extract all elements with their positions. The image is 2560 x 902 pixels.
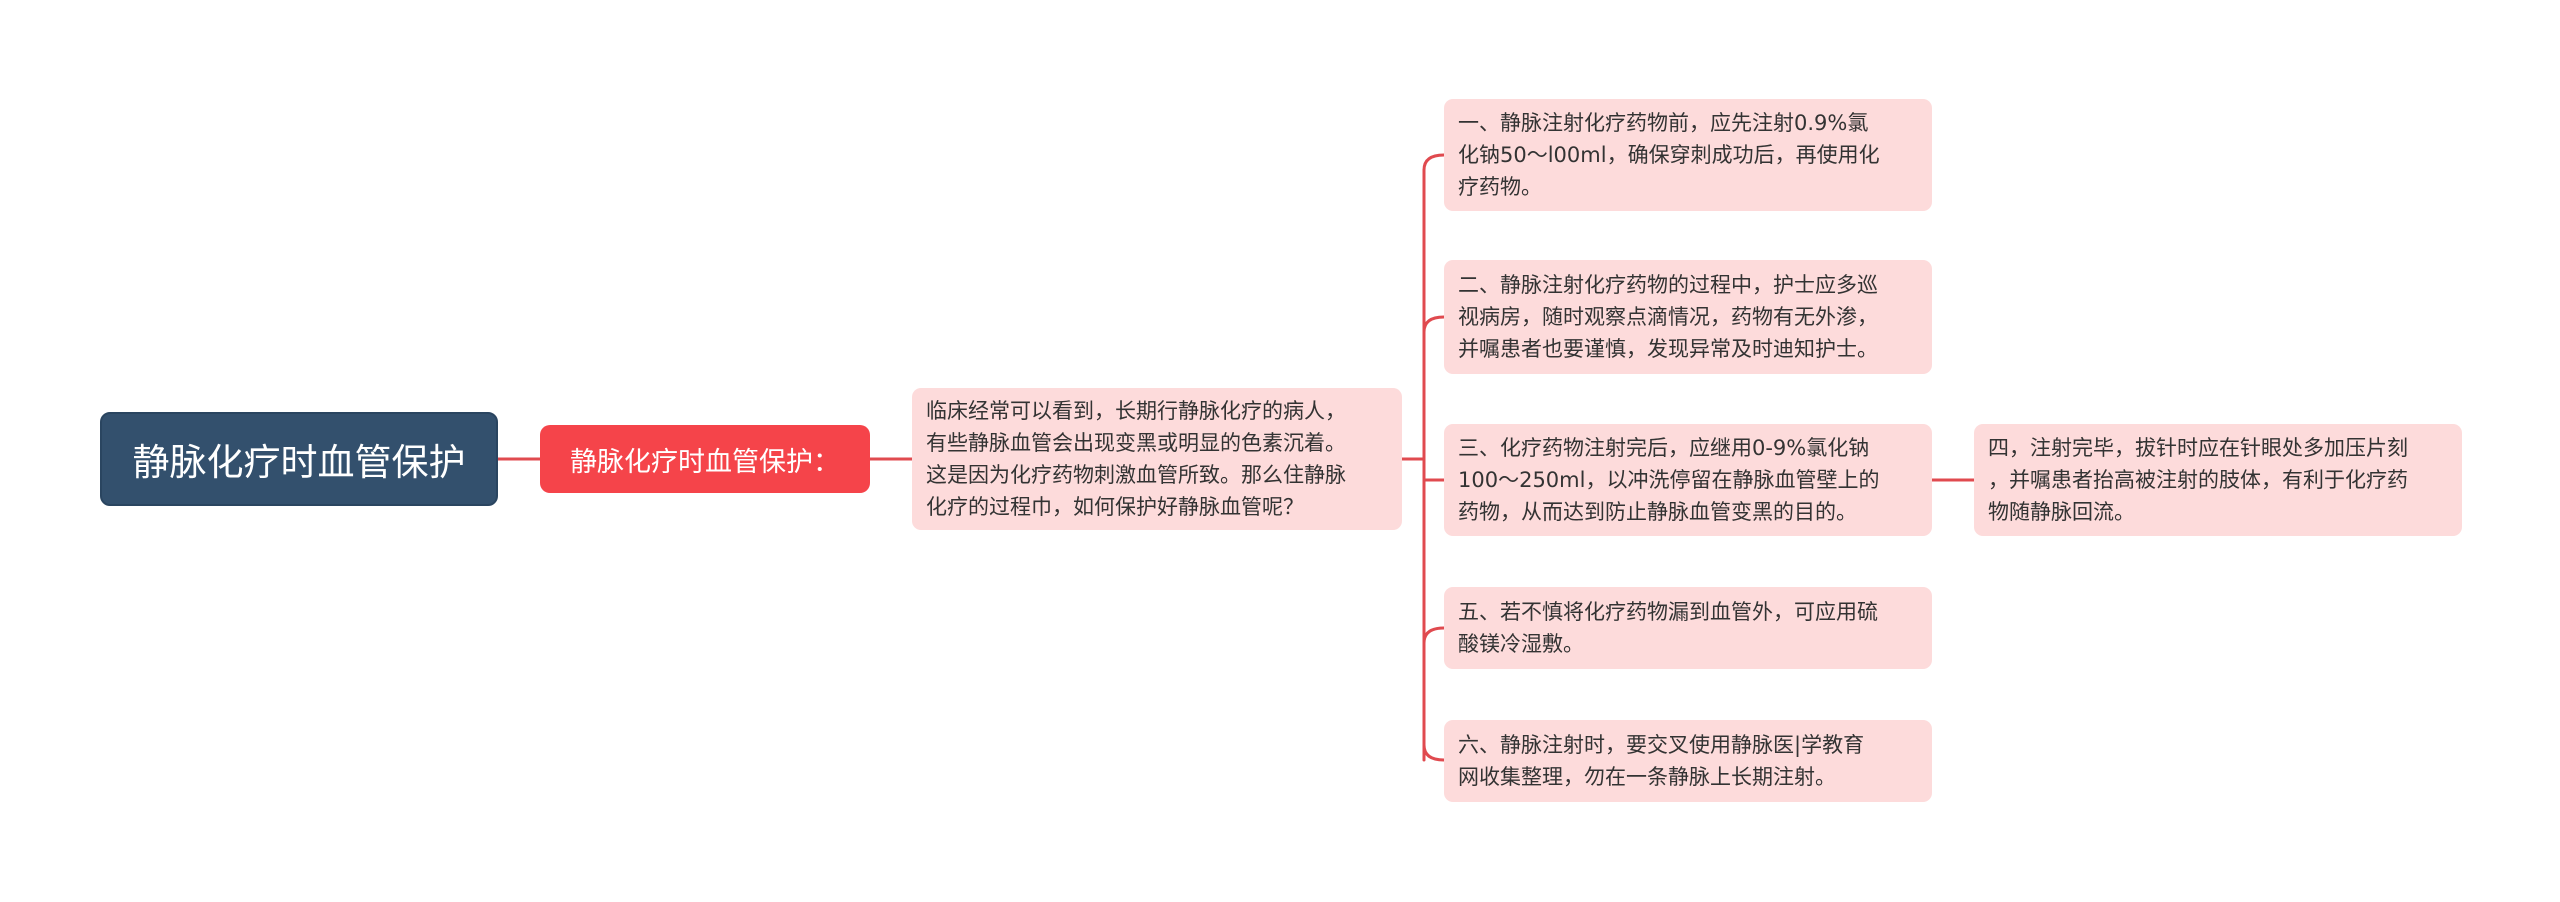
branch-5-line: 六、静脉注射时，要交叉使用静脉医|学教育	[1458, 733, 1865, 757]
intro-line: 临床经常可以看到，长期行静脉化疗的病人，	[926, 399, 1346, 423]
branch-1-line: 疗药物。	[1458, 175, 1542, 199]
level1-node[interactable]: 静脉化疗时血管保护：	[540, 425, 870, 493]
branch-node-5[interactable]: 六、静脉注射时，要交叉使用静脉医|学教育 网收集整理，勿在一条静脉上长期注射。	[1444, 720, 1932, 802]
level1-label: 静脉化疗时血管保护：	[570, 446, 840, 478]
branch-2-line: 并嘱患者也要谨慎，发现异常及时迪知护士。	[1458, 337, 1878, 361]
branch-1-line: 一、静脉注射化疗药物前，应先注射0.9%氯	[1458, 111, 1869, 135]
branch-1-text: 一、静脉注射化疗药物前，应先注射0.9%氯 化钠50～l00ml，确保穿刺成功后…	[1458, 107, 1880, 203]
branch-2-line: 二、静脉注射化疗药物的过程中，护士应多巡	[1458, 273, 1878, 297]
branch-node-4[interactable]: 五、若不慎将化疗药物漏到血管外，可应用硫 酸镁冷湿敷。	[1444, 587, 1932, 669]
branch-3-child-line: ，并嘱患者抬高被注射的肢体，有利于化疗药	[1988, 468, 2408, 492]
branch-3-line: 三、化疗药物注射完后，应继用0-9%氯化钠	[1458, 436, 1870, 460]
branch-node-2[interactable]: 二、静脉注射化疗药物的过程中，护士应多巡 视病房，随时观察点滴情况，药物有无外渗…	[1444, 260, 1932, 374]
branch-3-child-text: 四，注射完毕，拔针时应在针眼处多加压片刻 ，并嘱患者抬高被注射的肢体，有利于化疗…	[1988, 432, 2408, 528]
intro-node[interactable]: 临床经常可以看到，长期行静脉化疗的病人， 有些静脉血管会出现变黑或明显的色素沉着…	[912, 388, 1402, 530]
intro-line: 这是因为化疗药物刺激血管所致。那么住静脉	[926, 463, 1346, 487]
branch-3-text: 三、化疗药物注射完后，应继用0-9%氯化钠 100～250ml，以冲洗停留在静脉…	[1458, 432, 1879, 528]
intro-text: 临床经常可以看到，长期行静脉化疗的病人， 有些静脉血管会出现变黑或明显的色素沉着…	[926, 395, 1346, 523]
connector-branch-2	[1422, 315, 1446, 334]
branch-4-text: 五、若不慎将化疗药物漏到血管外，可应用硫 酸镁冷湿敷。	[1458, 596, 1878, 660]
branch-3-line: 100～250ml，以冲洗停留在静脉血管壁上的	[1458, 468, 1880, 492]
branch-3-child-node[interactable]: 四，注射完毕，拔针时应在针眼处多加压片刻 ，并嘱患者抬高被注射的肢体，有利于化疗…	[1974, 424, 2462, 536]
branch-2-text: 二、静脉注射化疗药物的过程中，护士应多巡 视病房，随时观察点滴情况，药物有无外渗…	[1458, 269, 1878, 365]
intro-line: 有些静脉血管会出现变黑或明显的色素沉着。	[926, 431, 1346, 455]
branch-3-child-line: 物随静脉回流。	[1988, 500, 2135, 524]
connector-branch-5	[1422, 743, 1446, 762]
branch-3-line: 药物，从而达到防止静脉血管变黑的目的。	[1458, 500, 1857, 524]
branch-5-text: 六、静脉注射时，要交叉使用静脉医|学教育 网收集整理，勿在一条静脉上长期注射。	[1458, 729, 1864, 793]
branch-1-line: 化钠50～l00ml，确保穿刺成功后，再使用化	[1458, 143, 1880, 167]
connector-branch-4	[1422, 626, 1446, 645]
branch-5-line: 网收集整理，勿在一条静脉上长期注射。	[1458, 765, 1836, 789]
intro-line: 化疗的过程巾，如何保护好静脉血管呢？	[926, 495, 1304, 519]
branch-2-line: 视病房，随时观察点滴情况，药物有无外渗，	[1458, 305, 1878, 329]
branch-4-line: 酸镁冷湿敷。	[1458, 632, 1584, 656]
branch-3-child-line: 四，注射完毕，拔针时应在针眼处多加压片刻	[1988, 436, 2408, 460]
branch-4-line: 五、若不慎将化疗药物漏到血管外，可应用硫	[1458, 600, 1878, 624]
branch-node-1[interactable]: 一、静脉注射化疗药物前，应先注射0.9%氯 化钠50～l00ml，确保穿刺成功后…	[1444, 99, 1932, 211]
connector-branch-1	[1422, 153, 1446, 172]
branch-node-3[interactable]: 三、化疗药物注射完后，应继用0-9%氯化钠 100～250ml，以冲洗停留在静脉…	[1444, 424, 1932, 536]
root-node[interactable]: 静脉化疗时血管保护	[100, 412, 498, 506]
root-label: 静脉化疗时血管保护	[132, 441, 466, 484]
